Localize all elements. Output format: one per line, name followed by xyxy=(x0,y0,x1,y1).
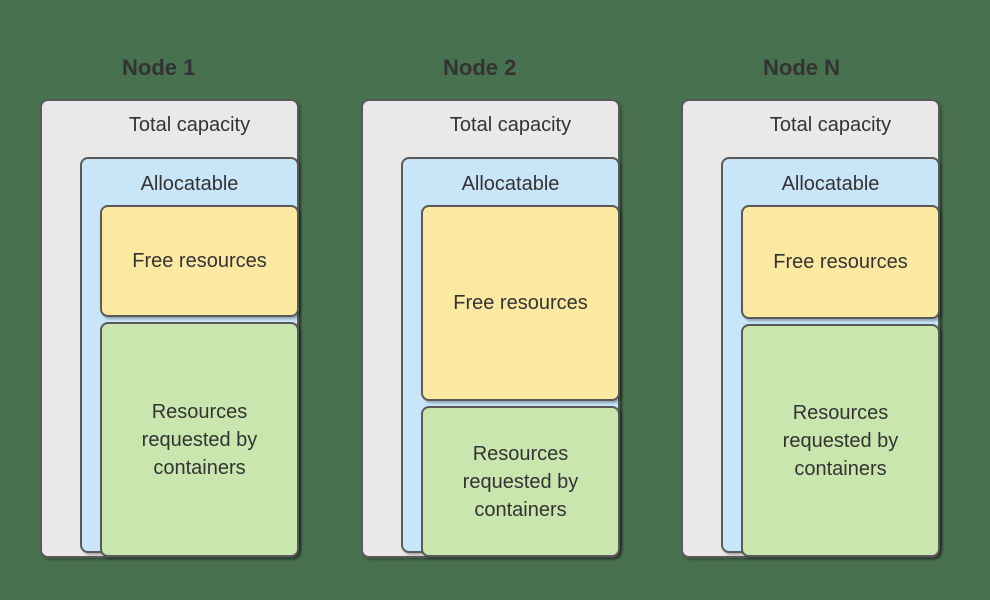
requested-resources-box: Resources requested by containers xyxy=(100,322,299,557)
allocatable-label: Allocatable xyxy=(461,173,560,195)
free-resources-box: Free resources xyxy=(421,205,620,401)
total-capacity-label: Total capacity xyxy=(128,114,251,136)
free-resources-box: Free resources xyxy=(741,205,940,319)
resource-stack: Free resources Resources requested by co… xyxy=(421,205,620,557)
node-1-group: Node 1 Total capacity Allocatable Free r… xyxy=(40,55,299,558)
allocatable-label: Allocatable xyxy=(781,173,880,195)
requested-resources-box: Resources requested by containers xyxy=(741,324,940,557)
resource-stack: Free resources Resources requested by co… xyxy=(741,205,940,557)
requested-resources-label: Resources requested by containers xyxy=(462,442,579,521)
resource-stack: Free resources Resources requested by co… xyxy=(100,205,299,557)
requested-resources-label: Resources requested by containers xyxy=(782,401,899,480)
node-title: Node 1 xyxy=(122,55,196,80)
requested-resources-label: Resources requested by containers xyxy=(141,400,258,479)
node-2-group: Node 2 Total capacity Allocatable Free r… xyxy=(361,55,620,558)
allocatable-label: Allocatable xyxy=(140,173,239,195)
requested-resources-box: Resources requested by containers xyxy=(421,406,620,557)
node-title: Node 2 xyxy=(443,55,517,80)
free-resources-label: Free resources xyxy=(132,250,267,272)
free-resources-label: Free resources xyxy=(773,251,908,273)
node-title: Node N xyxy=(763,55,840,80)
total-capacity-label: Total capacity xyxy=(449,114,572,136)
free-resources-box: Free resources xyxy=(100,205,299,317)
free-resources-label: Free resources xyxy=(453,292,588,314)
total-capacity-label: Total capacity xyxy=(769,114,892,136)
node-n-group: Node N Total capacity Allocatable Free r… xyxy=(681,55,940,558)
